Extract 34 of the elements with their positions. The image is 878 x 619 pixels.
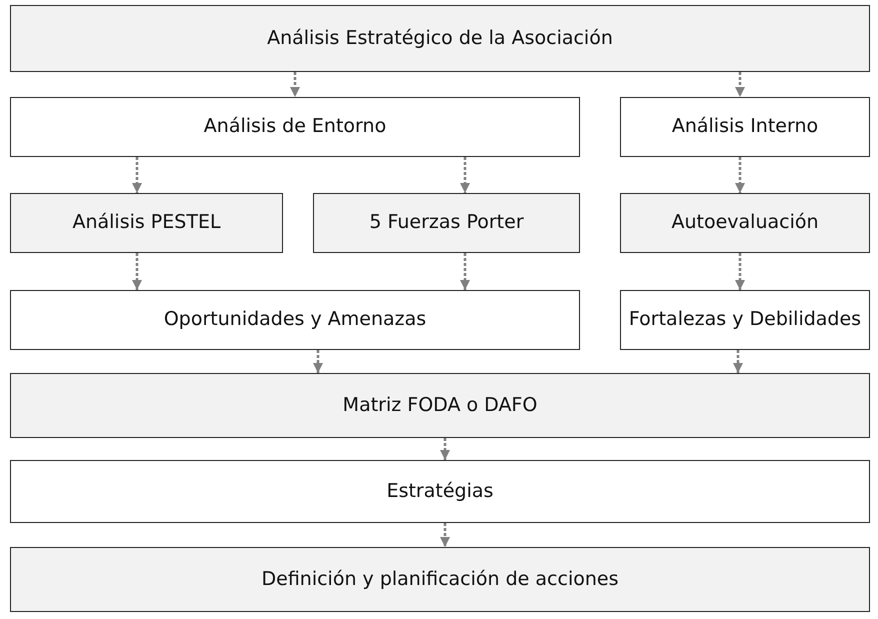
box-label: Matriz FODA o DAFO (342, 394, 538, 416)
box-label: Autoevaluación (671, 212, 819, 234)
process-box (10, 97, 580, 157)
box-label: Fortalezas y Debilidades (628, 309, 862, 331)
arrow (132, 157, 142, 193)
arrow (440, 438, 450, 460)
box-label: Definición y planificación de acciones (262, 568, 618, 590)
box-label: Análisis Interno (672, 116, 818, 138)
process-box (620, 97, 870, 157)
process-box (10, 290, 580, 350)
process-box (620, 193, 870, 253)
process-box (10, 5, 870, 72)
box-label: Análisis PESTEL (72, 212, 221, 234)
box-label: Oportunidades y Amenazas (164, 309, 426, 331)
arrow (313, 350, 323, 373)
process-box (10, 547, 870, 612)
process-box (10, 460, 870, 523)
box-label: Análisis Estratégico de la Asociación (267, 28, 613, 50)
arrow (460, 157, 470, 193)
process-box (620, 290, 870, 350)
arrow (290, 72, 300, 97)
arrow (733, 350, 743, 373)
box-label: Estratégias (386, 480, 494, 502)
box-label: 5 Fuerzas Porter (369, 212, 524, 234)
arrow (440, 523, 450, 547)
arrow (735, 253, 745, 290)
arrow (735, 72, 745, 97)
box-label: Análisis de Entorno (204, 116, 386, 138)
process-box (313, 193, 580, 253)
arrow (460, 253, 470, 290)
process-box (10, 193, 283, 253)
arrow (132, 253, 142, 290)
arrow (735, 157, 745, 193)
process-box (10, 373, 870, 438)
